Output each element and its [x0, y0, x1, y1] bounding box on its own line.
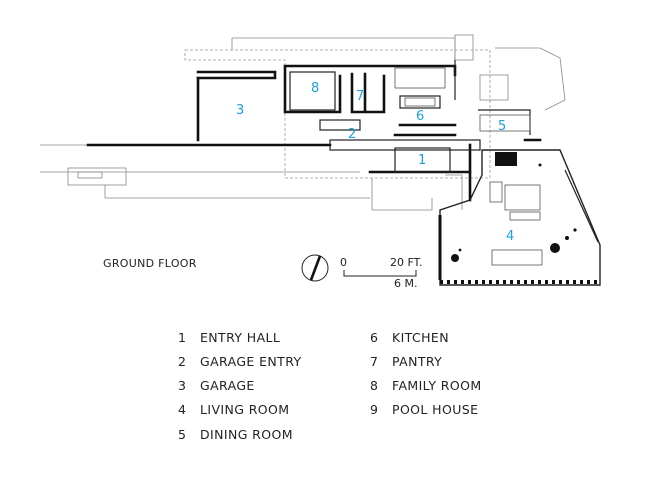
scale-bar: 0 20 FT. 6 M. [340, 256, 423, 290]
room-number-2: 2 [348, 127, 356, 142]
room-numbers: 1 2 3 4 5 6 7 8 [236, 81, 514, 244]
room-number-5: 5 [498, 119, 506, 134]
living-room-walls [438, 149, 601, 286]
scale-zero: 0 [340, 256, 347, 269]
room-number-4: 4 [506, 229, 514, 244]
room-number-8: 8 [311, 81, 319, 96]
furniture [394, 67, 543, 266]
floor-plan: 1 2 3 4 5 6 7 8 GROUND FLOOR 0 20 FT. 6 … [40, 34, 601, 290]
room-number-3: 3 [236, 103, 244, 118]
north-arrow-icon [301, 254, 329, 282]
scale-feet: 20 FT. [390, 256, 423, 269]
floor-caption: GROUND FLOOR [103, 257, 197, 270]
room-number-1: 1 [418, 153, 426, 168]
room-number-7: 7 [356, 89, 364, 104]
scale-meters: 6 M. [394, 277, 417, 290]
room-number-6: 6 [416, 109, 424, 124]
site-lines [40, 34, 566, 211]
columns [451, 152, 577, 262]
upper-level-outline [184, 49, 491, 179]
interior-walls [289, 60, 531, 173]
